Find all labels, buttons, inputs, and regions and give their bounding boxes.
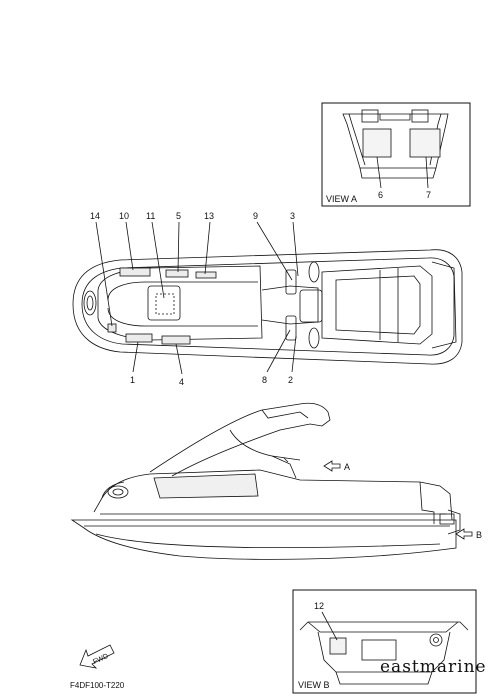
top-view-decal-11 (155, 293, 175, 315)
callout-5: 5 (176, 211, 181, 221)
view-b-panel: 12 VIEW B (292, 589, 477, 694)
callout-11: 11 (146, 211, 155, 221)
top-view-drawing (72, 221, 463, 375)
callout-9: 9 (253, 211, 258, 221)
top-view-decal-10 (119, 267, 151, 277)
view-b-drawing (299, 611, 469, 685)
top-view-decal-1 (125, 333, 153, 343)
top-view-decal-5 (165, 269, 189, 278)
callout-7: 7 (426, 190, 431, 200)
view-a-title: VIEW A (326, 194, 357, 204)
view-a-label-6-decal (362, 128, 392, 158)
callout-8: 8 (262, 375, 267, 385)
arrow-b: B (455, 528, 482, 540)
arrow-b-label: B (476, 530, 482, 540)
view-a-label-7-decal (409, 128, 441, 158)
callout-14: 14 (90, 211, 100, 221)
arrow-a-icon (323, 460, 341, 472)
view-b-title: VIEW B (298, 680, 330, 690)
view-b-decal-12 (329, 637, 347, 655)
top-view-decal-13 (195, 271, 217, 279)
callout-3: 3 (290, 211, 295, 221)
view-a-drawing (342, 109, 449, 189)
side-view-drawing (70, 402, 461, 560)
callout-1: 1 (130, 375, 135, 385)
top-view-callouts: 14 10 11 5 13 9 3 1 4 8 2 (90, 211, 295, 387)
arrow-b-icon (455, 528, 473, 540)
callout-2: 2 (288, 375, 293, 385)
diagram-code: F4DF100-T220 (70, 681, 125, 690)
callout-10: 10 (119, 211, 129, 221)
view-b-border (292, 589, 477, 694)
callout-12: 12 (314, 601, 324, 611)
arrow-a-label: A (344, 462, 350, 472)
fwd-indicator: FWD (79, 644, 115, 669)
view-a-panel: VIEW A 6 7 (321, 102, 471, 207)
callout-13: 13 (204, 211, 214, 221)
side-view-decal (153, 473, 259, 499)
callout-6: 6 (378, 190, 383, 200)
watermark: eastmarine (380, 657, 487, 677)
top-view-decal-4 (161, 335, 191, 345)
callout-4: 4 (179, 377, 184, 387)
fwd-arrow-icon (79, 644, 115, 669)
view-a-border (321, 102, 471, 207)
arrow-a: A (323, 460, 350, 472)
